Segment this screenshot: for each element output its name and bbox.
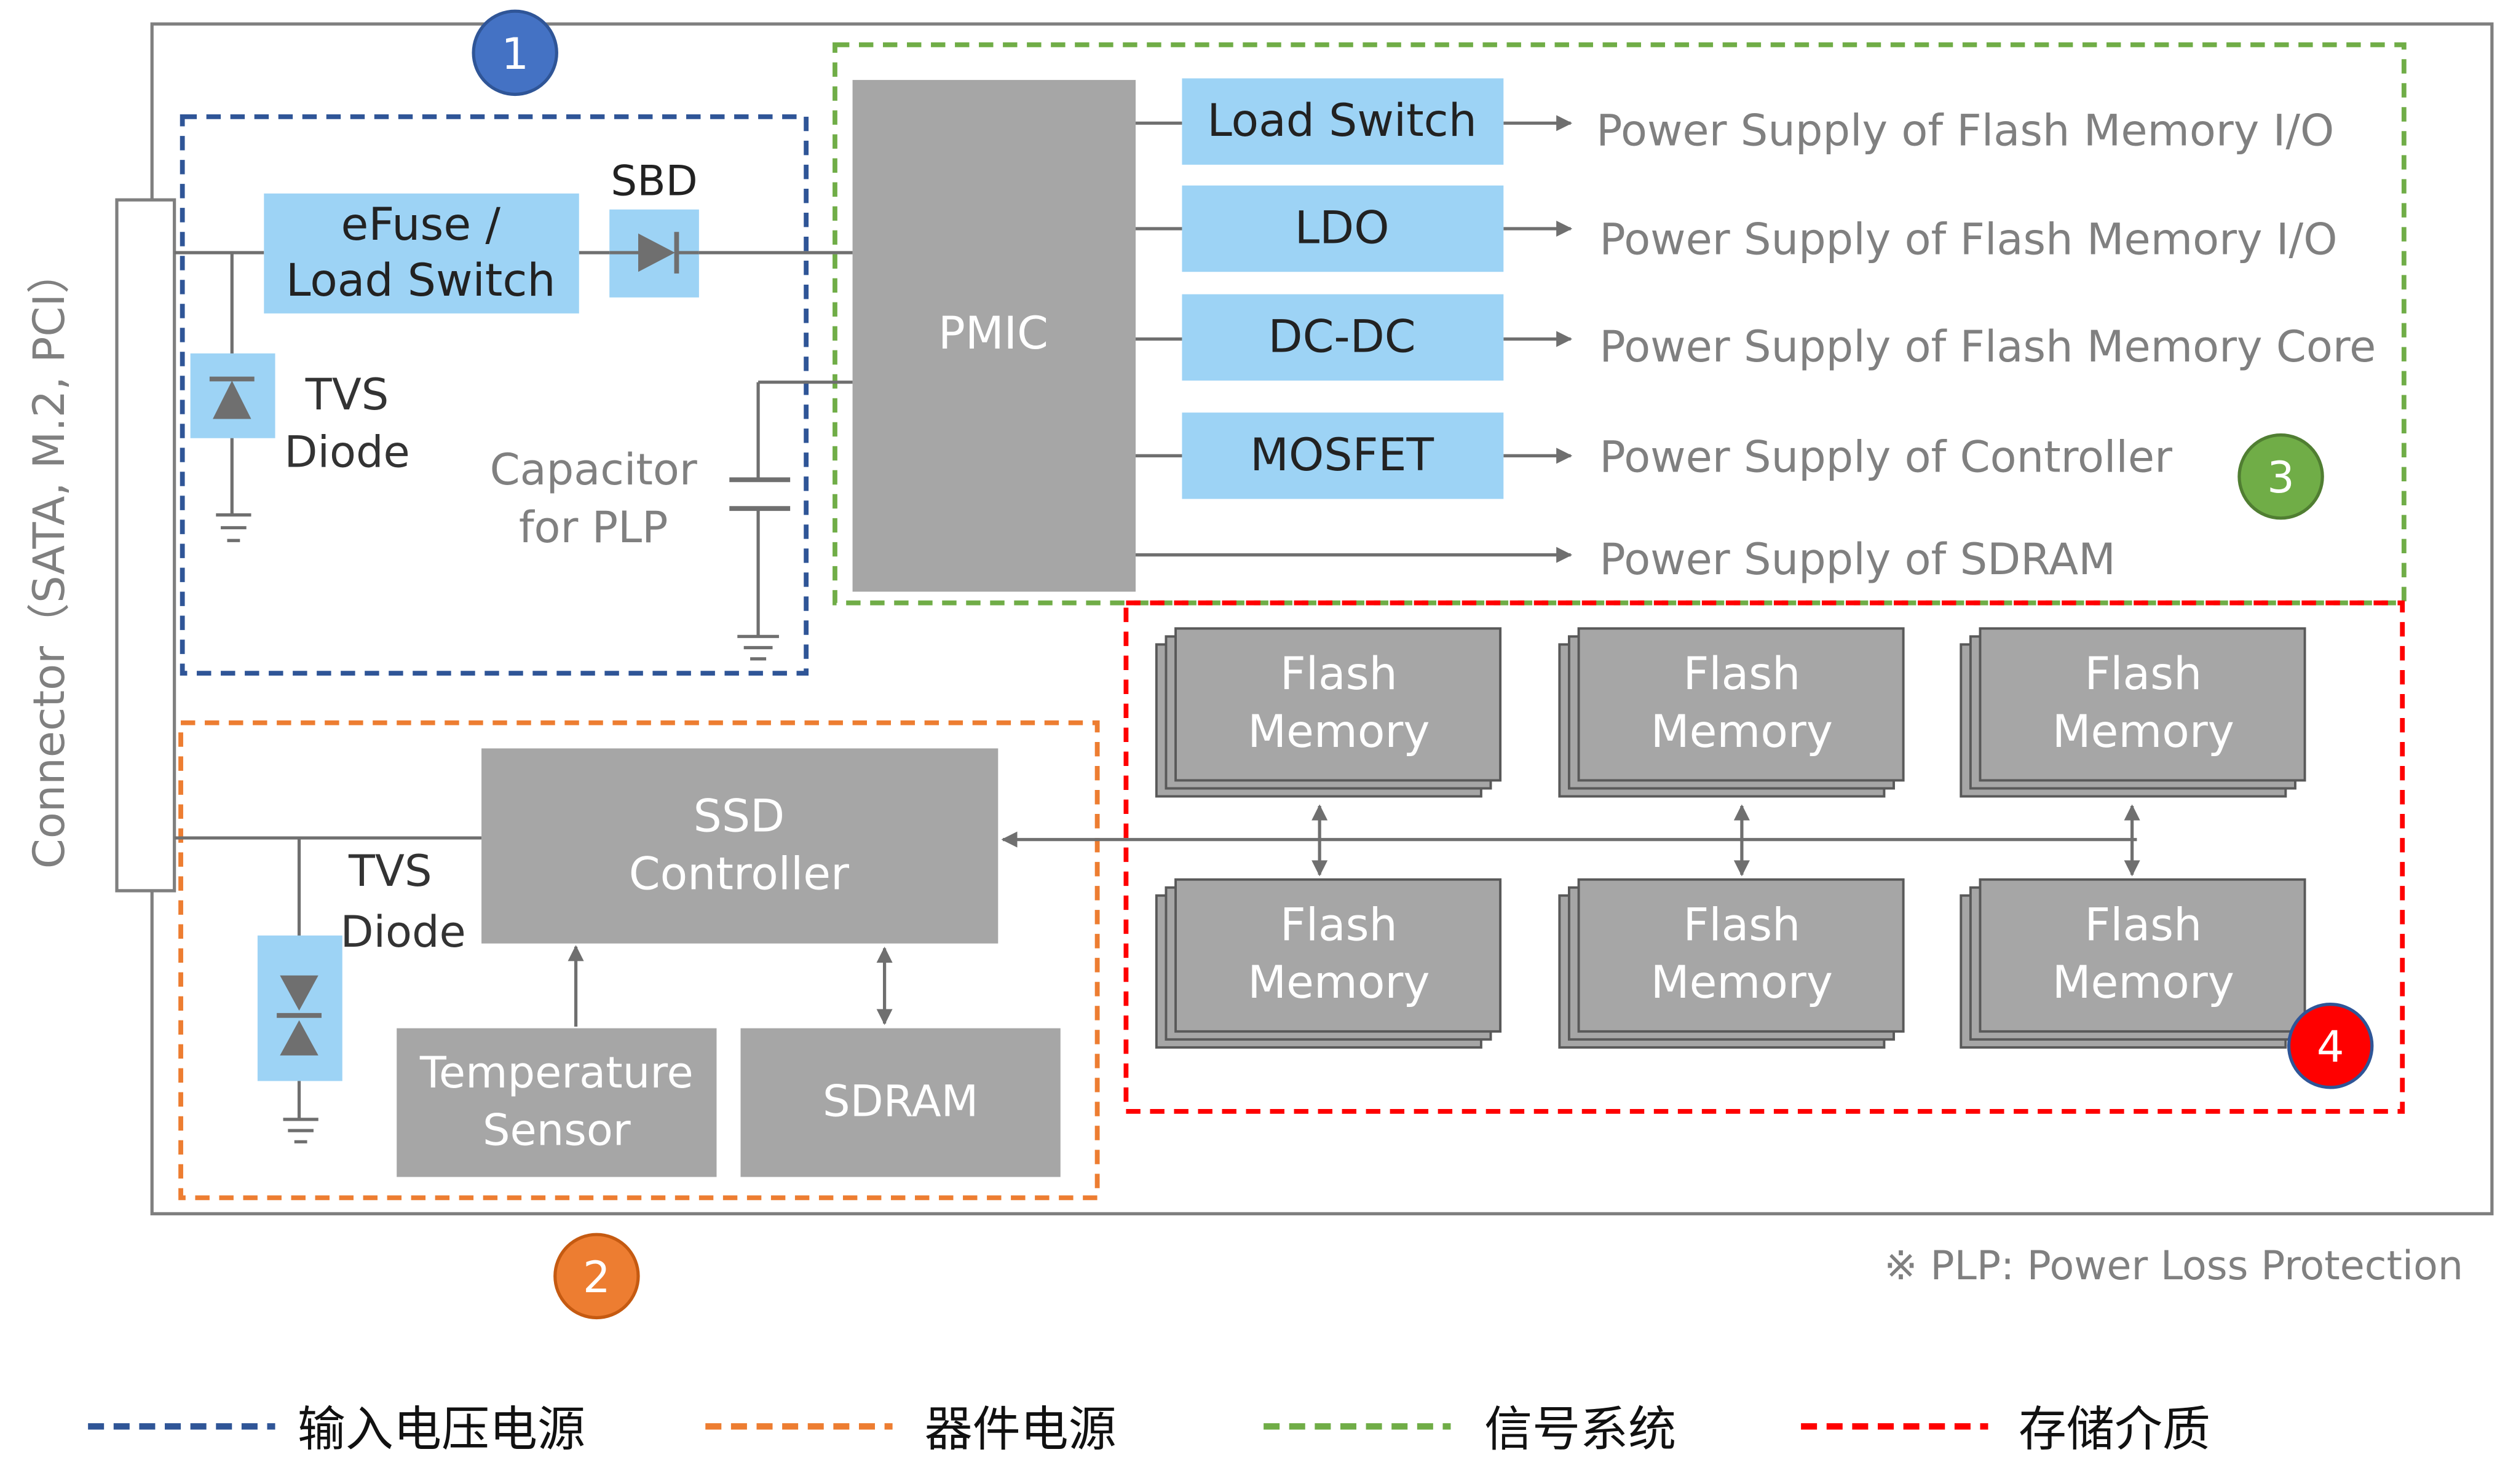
output-controller: Power Supply of Controller	[1599, 432, 2172, 482]
flash-5-label-1: Flash	[1683, 899, 1800, 952]
plp-footnote: ※ PLP: Power Loss Protection	[1884, 1243, 2463, 1289]
sbd-label: SBD	[611, 156, 697, 205]
flash-memory-stack-5	[1558, 878, 1905, 1049]
flash-6-label-2: Memory	[2052, 957, 2234, 1009]
schottky-diode-icon	[609, 232, 699, 274]
capacitor-label-2: for PLP	[519, 502, 668, 553]
tvs-diode-2-label-1: TVS	[348, 846, 432, 896]
flash-bus-wires	[1001, 804, 2140, 877]
svg-text:4: 4	[2317, 1022, 2344, 1072]
input-wires	[174, 251, 853, 661]
load-switch-block	[1182, 78, 1504, 165]
output-flash-io-2: Power Supply of Flash Memory I/O	[1599, 215, 2337, 265]
flash-memory-stack-3	[1960, 627, 2306, 798]
flash-5-label-2: Memory	[1651, 957, 1833, 1009]
badge-4: 4	[2287, 1003, 2374, 1089]
tvs-diode-1-label-1: TVS	[305, 369, 389, 420]
tvs-diode-icon	[209, 376, 255, 419]
region-storage-media	[1123, 600, 2405, 1114]
temp-sensor-label-2: Sensor	[483, 1105, 631, 1156]
legend-label-input-power: 输入电压电源	[298, 1402, 585, 1458]
legend-label-device-power: 器件电源	[925, 1402, 1117, 1458]
legend-label-signal-system: 信号系统	[1484, 1402, 1676, 1458]
flash-4-label-2: Memory	[1248, 957, 1430, 1009]
flash-1-label-2: Memory	[1248, 706, 1430, 758]
pmic-output-wires	[1136, 115, 1573, 563]
flash-2-label-1: Flash	[1683, 648, 1800, 700]
svg-text:3: 3	[2267, 452, 2295, 503]
sdram-block	[740, 1028, 1061, 1177]
flash-memory-stack-6	[1960, 878, 2306, 1049]
svg-text:2: 2	[583, 1252, 611, 1303]
flash-3-label-2: Memory	[2052, 706, 2234, 758]
ssd-controller-block	[481, 748, 999, 944]
dc-dc-block	[1182, 294, 1504, 381]
temperature-sensor-block	[397, 1028, 717, 1177]
region-input-power	[180, 114, 809, 676]
efuse-label-1: eFuse /	[341, 199, 501, 251]
output-sdram: Power Supply of SDRAM	[1599, 534, 2115, 585]
flash-4-label-1: Flash	[1280, 899, 1398, 952]
efuse-block	[264, 193, 579, 314]
legend-label-storage-media: 存储介质	[2019, 1402, 2210, 1458]
pmic-block	[852, 80, 1136, 592]
dc-dc-label: DC-DC	[1268, 310, 1415, 363]
region-device-power	[178, 720, 1100, 1201]
capacitor-label-1: Capacitor	[490, 444, 697, 495]
flash-6-label-1: Flash	[2084, 899, 2202, 952]
connector-label: Connector（SATA, M.2, PCI）	[24, 251, 74, 869]
flash-3-label-1: Flash	[2084, 648, 2202, 700]
svg-text:1: 1	[501, 29, 529, 79]
bidirectional-tvs-icon	[277, 975, 322, 1056]
sdram-label: SDRAM	[823, 1076, 978, 1127]
tvs-diode-2-label-2: Diode	[340, 907, 465, 957]
efuse-label-2: Load Switch	[286, 255, 556, 307]
mosfet-label: MOSFET	[1250, 429, 1434, 481]
tvs-diode-1-label-2: Diode	[284, 427, 409, 478]
flash-2-label-2: Memory	[1651, 706, 1833, 758]
temp-sensor-label-1: Temperature	[419, 1048, 694, 1098]
legend: 输入电压电源 器件电源 信号系统 存储介质	[88, 1402, 2210, 1458]
load-switch-label: Load Switch	[1207, 95, 1477, 147]
controller-label-1: SSD	[694, 791, 785, 843]
connector-bar	[115, 198, 176, 893]
ldo-block	[1182, 185, 1504, 272]
output-flash-core: Power Supply of Flash Memory Core	[1599, 322, 2376, 372]
flash-1-label-1: Flash	[1280, 648, 1398, 700]
badge-2: 2	[553, 1233, 640, 1320]
controller-label-2: Controller	[629, 848, 849, 900]
flash-memory-stack-2	[1558, 627, 1905, 798]
pmic-label: PMIC	[938, 307, 1048, 360]
flash-memory-stack-4	[1155, 878, 1502, 1049]
mosfet-block	[1182, 412, 1504, 499]
output-flash-io-1: Power Supply of Flash Memory I/O	[1596, 106, 2334, 156]
flash-memory-stack-1	[1155, 627, 1502, 798]
badge-1: 1	[472, 9, 558, 97]
badge-3: 3	[2237, 433, 2324, 520]
ldo-label: LDO	[1295, 202, 1390, 254]
